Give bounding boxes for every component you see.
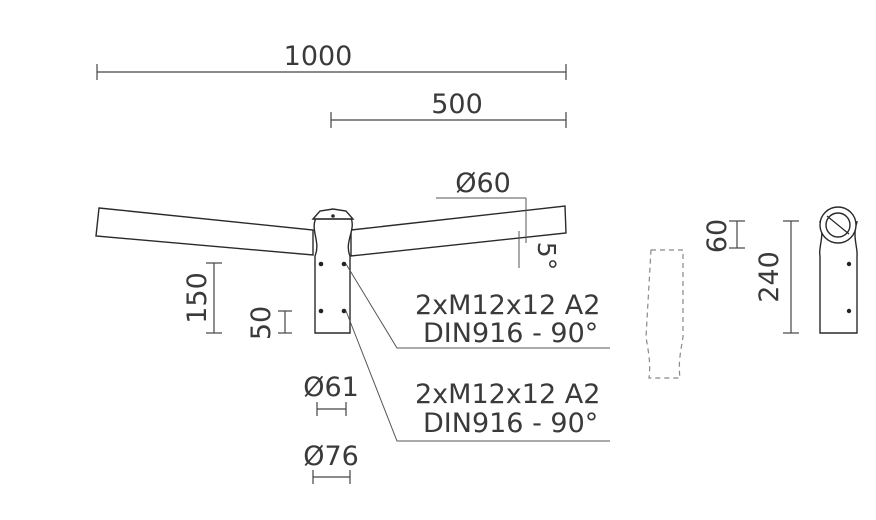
callout-screws-bottom: 2xM12x12 A2 DIN916 - 90° [415, 379, 600, 439]
screw-dot [318, 261, 324, 267]
dimension-1000-label: 1000 [284, 41, 353, 72]
bracket-front-view [95, 205, 567, 334]
socket-outer-label: Ø76 [303, 441, 359, 472]
dimension-side-60-label: 60 [702, 219, 733, 253]
screw-dot [341, 308, 347, 314]
callout-leaders [345, 263, 610, 442]
dimension-side-60: 60 [702, 219, 745, 253]
arm-diameter-label: Ø60 [455, 168, 511, 199]
dimension-side-240: 240 [754, 220, 799, 334]
screw-dot [341, 261, 347, 267]
dimension-socket-inner: Ø61 [303, 372, 359, 416]
dimension-150: 150 [182, 262, 222, 334]
dimension-50-label: 50 [246, 306, 277, 340]
pole-outline-dashed [645, 249, 684, 379]
center-column [313, 217, 353, 334]
dimension-50: 50 [246, 306, 292, 340]
dimension-150-label: 150 [182, 272, 213, 324]
callout-screws-top: 2xM12x12 A2 DIN916 - 90° [415, 290, 600, 349]
screw-dot [846, 308, 852, 314]
dimension-500: 500 [330, 89, 567, 128]
callout-top-line1: 2xM12x12 A2 [415, 290, 600, 321]
dimension-arm-diameter: Ø60 5° [436, 168, 561, 270]
bracket-side-view [818, 206, 858, 334]
arm-angle-label: 5° [532, 242, 561, 270]
dimension-500-label: 500 [431, 89, 483, 120]
socket-inner-label: Ø61 [303, 372, 359, 403]
callout-bottom-line2: DIN916 - 90° [423, 408, 598, 439]
dimension-socket-outer: Ø76 [303, 441, 359, 484]
dimension-side-240-label: 240 [754, 251, 785, 303]
right-arm [350, 205, 567, 257]
callout-bottom-line1: 2xM12x12 A2 [415, 379, 600, 410]
dimension-1000: 1000 [96, 41, 567, 80]
left-arm [95, 207, 314, 256]
callout-top-line2: DIN916 - 90° [423, 318, 598, 349]
screw-dot [318, 308, 324, 314]
screw-dot [846, 261, 852, 267]
